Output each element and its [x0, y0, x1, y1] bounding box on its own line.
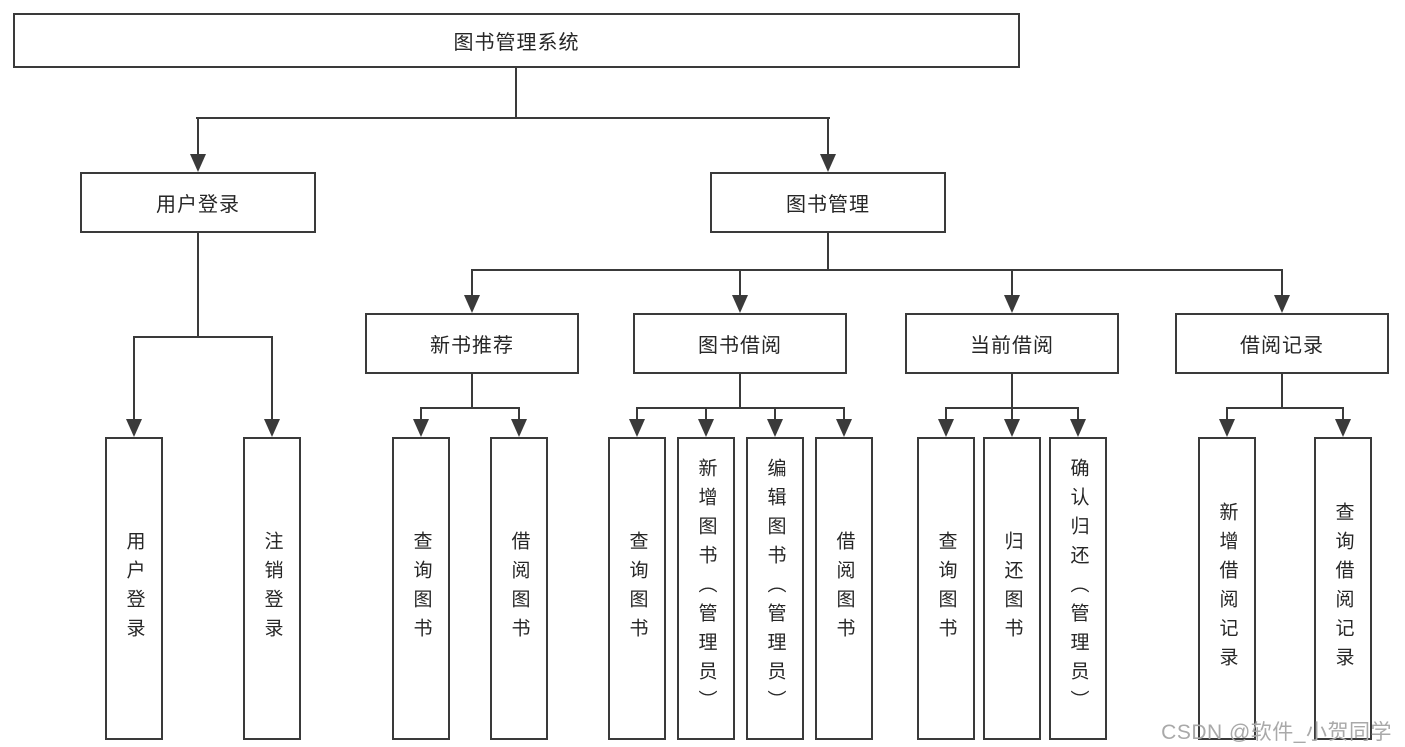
leaf-current-return-book: 归还图书: [983, 437, 1041, 740]
arrowhead: [511, 419, 527, 437]
arrowhead: [836, 419, 852, 437]
arrowhead: [629, 419, 645, 437]
connector-line: [843, 407, 845, 424]
watermark: CSDN @软件_小贺同学: [1161, 721, 1392, 744]
node-user-login: 用户登录: [80, 172, 316, 233]
arrowhead: [1004, 419, 1020, 437]
connector-line: [636, 407, 638, 424]
connector-line: [420, 407, 520, 409]
arrowhead: [1004, 295, 1020, 313]
arrowhead: [126, 419, 142, 437]
arrowhead: [938, 419, 954, 437]
leaf-recommend-borrow-book: 借阅图书: [490, 437, 548, 740]
node-book-borrow: 图书借阅: [633, 313, 847, 374]
connector-line: [1077, 407, 1079, 424]
arrowhead: [767, 419, 783, 437]
leaf-borrow-query-book: 查询图书: [608, 437, 666, 740]
connector-line: [1011, 407, 1013, 424]
arrowhead: [264, 419, 280, 437]
connector-line: [1281, 269, 1283, 300]
connector-line: [774, 407, 776, 424]
connector-line: [471, 269, 473, 300]
node-borrow-record: 借阅记录: [1175, 313, 1389, 374]
leaf-record-add-borrow-record: 新增借阅记录: [1198, 437, 1256, 740]
leaf-recommend-query-book: 查询图书: [392, 437, 450, 740]
leaf-logout: 注销登录: [243, 437, 301, 740]
leaf-borrow-borrow-book: 借阅图书: [815, 437, 873, 740]
connector-line: [197, 117, 199, 158]
arrowhead: [1070, 419, 1086, 437]
arrowhead: [413, 419, 429, 437]
leaf-current-query-book: 查询图书: [917, 437, 975, 740]
connector-line: [1226, 407, 1228, 424]
leaf-current-confirm-return-admin: 确认归还（管理员）: [1049, 437, 1107, 740]
connector-line: [739, 374, 741, 409]
connector-line: [518, 407, 520, 424]
connector-line: [1281, 374, 1283, 409]
connector-line: [133, 336, 273, 338]
connector-line: [739, 269, 741, 300]
connector-line: [827, 117, 829, 158]
connector-line: [197, 233, 199, 338]
arrowhead: [190, 154, 206, 172]
leaf-record-query-borrow-record: 查询借阅记录: [1314, 437, 1372, 740]
arrowhead: [1219, 419, 1235, 437]
connector-line: [471, 374, 473, 409]
arrowhead: [698, 419, 714, 437]
connector-line: [133, 336, 135, 424]
connector-line: [827, 233, 829, 271]
connector-line: [196, 117, 830, 119]
arrowhead: [464, 295, 480, 313]
connector-line: [1011, 374, 1013, 409]
connector-line: [1226, 407, 1344, 409]
connector-line: [636, 407, 845, 409]
connector-line: [471, 269, 1283, 271]
leaf-borrow-add-book-admin: 新增图书（管理员）: [677, 437, 735, 740]
arrowhead: [820, 154, 836, 172]
leaf-user-login: 用户登录: [105, 437, 163, 740]
node-current-borrow: 当前借阅: [905, 313, 1119, 374]
leaf-borrow-edit-book-admin: 编辑图书（管理员）: [746, 437, 804, 740]
connector-line: [945, 407, 947, 424]
connector-line: [705, 407, 707, 424]
node-book-management: 图书管理: [710, 172, 946, 233]
node-root: 图书管理系统: [13, 13, 1020, 68]
arrowhead: [732, 295, 748, 313]
connector-line: [1011, 269, 1013, 300]
connector-line: [515, 68, 517, 118]
connector-line: [1342, 407, 1344, 424]
arrowhead: [1335, 419, 1351, 437]
connector-line: [271, 336, 273, 424]
node-new-book-recommend: 新书推荐: [365, 313, 579, 374]
connector-line: [420, 407, 422, 424]
arrowhead: [1274, 295, 1290, 313]
